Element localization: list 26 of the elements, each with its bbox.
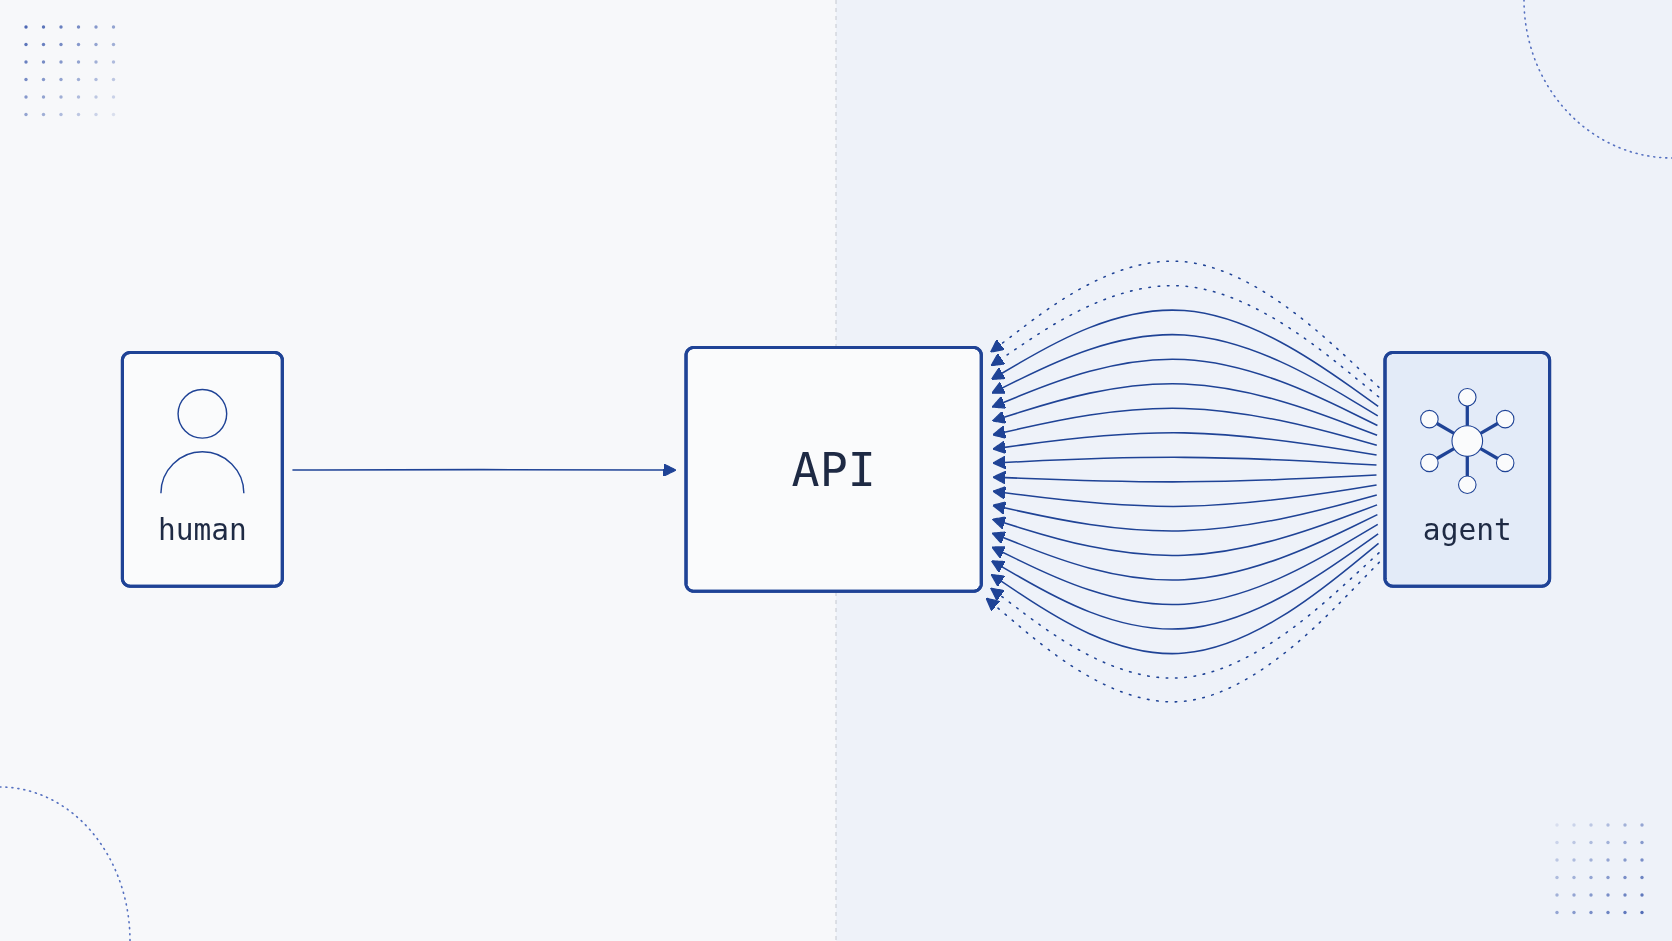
arrow <box>992 484 1378 508</box>
process-box <box>684 345 983 593</box>
arrow <box>990 533 1379 630</box>
arrow <box>992 455 1378 470</box>
node-label: API <box>790 441 877 499</box>
arrow <box>990 309 1379 408</box>
arrow <box>991 504 1378 557</box>
arrow <box>992 470 1378 485</box>
arrow <box>991 513 1379 581</box>
arrow <box>992 494 1378 532</box>
node-label: human <box>157 511 247 549</box>
arrow <box>991 382 1378 437</box>
dotted-arrow <box>990 552 1380 679</box>
arrow <box>990 542 1380 655</box>
dotted-arrow <box>985 561 1381 703</box>
agent-card <box>1383 350 1552 588</box>
dotted-arrow <box>990 260 1380 389</box>
node-label: agent <box>1422 511 1512 549</box>
arrow <box>991 358 1379 427</box>
dotted-arrow <box>990 284 1380 398</box>
arrow <box>991 333 1379 417</box>
arrow <box>291 463 677 477</box>
arrow <box>992 407 1378 446</box>
arrow <box>991 523 1379 606</box>
arrow <box>992 432 1378 456</box>
person-card <box>120 350 284 588</box>
